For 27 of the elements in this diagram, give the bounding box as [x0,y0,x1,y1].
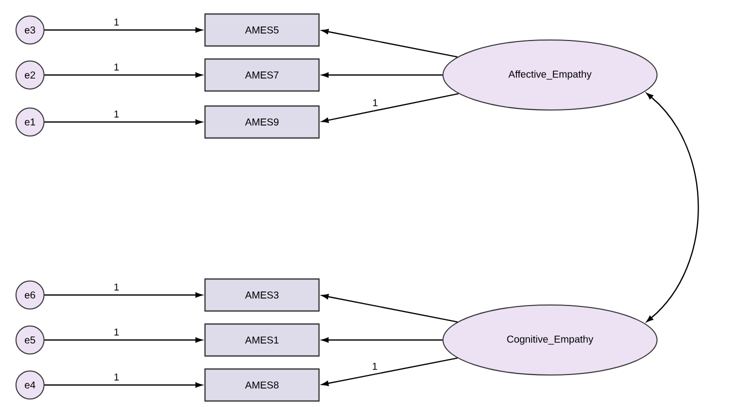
variable-box: AMES3 [204,278,320,312]
arrow [322,72,442,78]
curved-arrow [646,92,699,322]
edge-label: 1 [372,362,378,370]
variable-box: AMES7 [204,58,320,92]
arrow [44,72,202,78]
edge-label: 1 [114,374,119,380]
arrow [322,357,458,386]
variable-box: AMES5 [204,13,320,47]
arrow [322,29,458,58]
variable-box: AMES1 [204,323,320,357]
edge-label: 1 [373,99,378,106]
edge-label: 1 [114,64,119,70]
arrow [44,337,202,343]
arrow [44,292,202,298]
edge-label: 1 [114,18,119,26]
arrow [44,382,202,388]
arrow [44,27,202,33]
arrow [44,119,202,125]
edge-label: 1 [114,284,119,290]
edge-label: 1 [114,110,119,118]
variable-box: AMES8 [204,368,320,402]
arrow [322,337,442,343]
arrow [322,93,459,123]
arrow [322,294,458,323]
edge-label: 1 [114,328,119,336]
variable-box: AMES9 [204,105,320,139]
